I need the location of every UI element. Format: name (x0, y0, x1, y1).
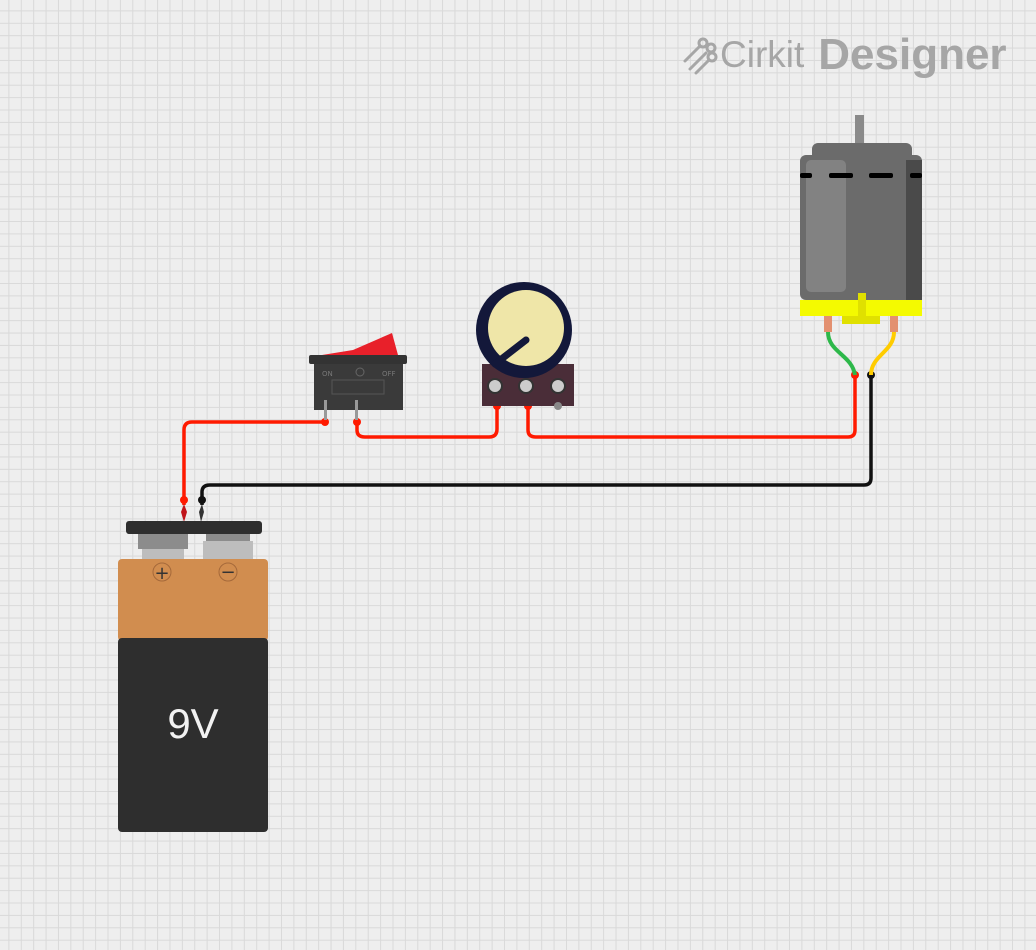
battery-voltage-label: 9V (167, 700, 218, 747)
wire-switch-to-pot[interactable] (355, 406, 499, 439)
rocker-switch[interactable]: ON OFF (309, 333, 407, 420)
wire-battery-negative-to-motor[interactable] (200, 375, 873, 505)
cirkit-designer-logo: Cirkit Designer (682, 30, 1007, 80)
logo-brand: Cirkit (720, 34, 805, 75)
battery-plus-label: + (154, 563, 169, 584)
battery-9v[interactable]: + − 9V (118, 504, 268, 832)
wire-pot-to-motor[interactable] (526, 375, 857, 439)
logo-product: Designer (818, 30, 1007, 79)
potentiometer[interactable] (476, 282, 574, 410)
pot-knob-pointer[interactable] (491, 336, 530, 368)
wire-battery-to-switch[interactable] (182, 420, 325, 505)
dc-motor[interactable] (800, 115, 922, 376)
circuit-logo-icon (683, 37, 718, 75)
switch-on-label: ON (322, 370, 333, 378)
battery-minus-label: − (220, 562, 235, 583)
switch-off-label: OFF (382, 370, 396, 378)
